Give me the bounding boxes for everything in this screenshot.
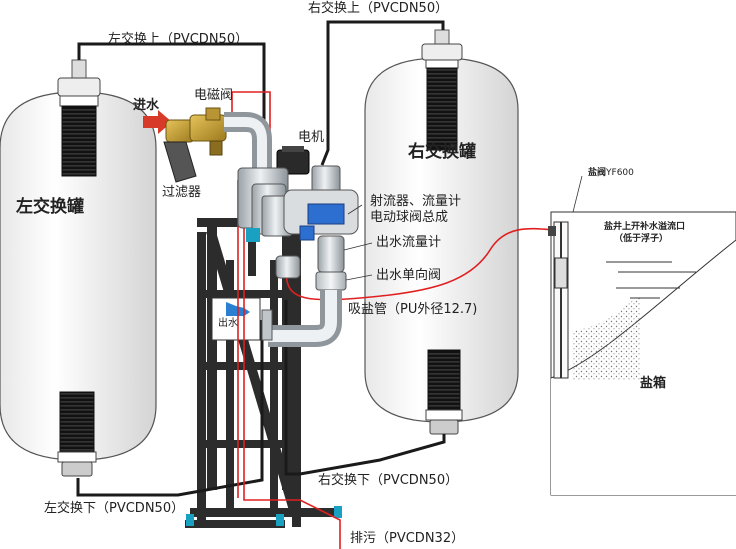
right-bottom-distributor — [425, 349, 463, 435]
outlet-plate — [211, 297, 261, 341]
solenoid-valve — [189, 107, 227, 156]
label-outlet-flow-meter: 出水流量计 — [376, 235, 442, 250]
label-right-top-pipe: 右交换上（PVCDN50） — [308, 1, 449, 16]
label-salt-well-note1: 盐井上开补水溢流口 — [604, 222, 686, 232]
salt-well — [548, 221, 569, 379]
label-filter: 过滤器 — [162, 185, 202, 200]
controller-display — [307, 203, 345, 225]
label-left-bottom-pipe: 左交换下（PVCDN50） — [44, 501, 185, 516]
label-right-tank: 右交换罐 — [408, 142, 476, 162]
label-water-inlet: 进水 — [133, 98, 160, 113]
label-ejector-line2: 电动球阀总成 — [370, 210, 449, 225]
label-motor: 电机 — [298, 130, 325, 145]
label-solenoid-valve: 电磁阀 — [194, 88, 234, 103]
salt-valve-model: YF600 — [606, 168, 634, 178]
label-salt-valve: 盐阀YF600 — [588, 168, 634, 179]
salt-valve-prefix: 盐阀 — [588, 168, 607, 178]
label-outlet-check-valve: 出水单向阀 — [376, 268, 442, 283]
valve-block — [237, 165, 359, 291]
label-brine-tank: 盐箱 — [640, 376, 667, 391]
label-salt-well-note2: （低于浮子） — [614, 234, 669, 244]
brine-tank — [550, 211, 736, 496]
label-brine-suction: 吸盐管（PU外径12.7) — [348, 302, 478, 317]
left-top-distributor — [57, 59, 101, 177]
label-left-top-pipe: 左交换上（PVCDN50） — [108, 32, 249, 47]
label-left-tank: 左交换罐 — [16, 197, 84, 217]
label-water-outlet: 出水 — [218, 318, 238, 329]
red-lines — [231, 91, 555, 549]
outlet-pipe — [261, 290, 342, 347]
inlet-pipe — [224, 112, 272, 180]
label-right-bottom-pipe: 右交换下（PVCDN50） — [318, 473, 459, 488]
right-top-distributor — [421, 29, 463, 151]
inlet-arrow — [143, 110, 172, 134]
right-tank — [364, 57, 519, 423]
label-drain: 排污（PVCDN32） — [350, 531, 465, 546]
label-ejector-line1: 射流器、流量计 — [370, 194, 462, 209]
left-bottom-distributor — [57, 391, 97, 477]
left-tank — [0, 91, 157, 461]
